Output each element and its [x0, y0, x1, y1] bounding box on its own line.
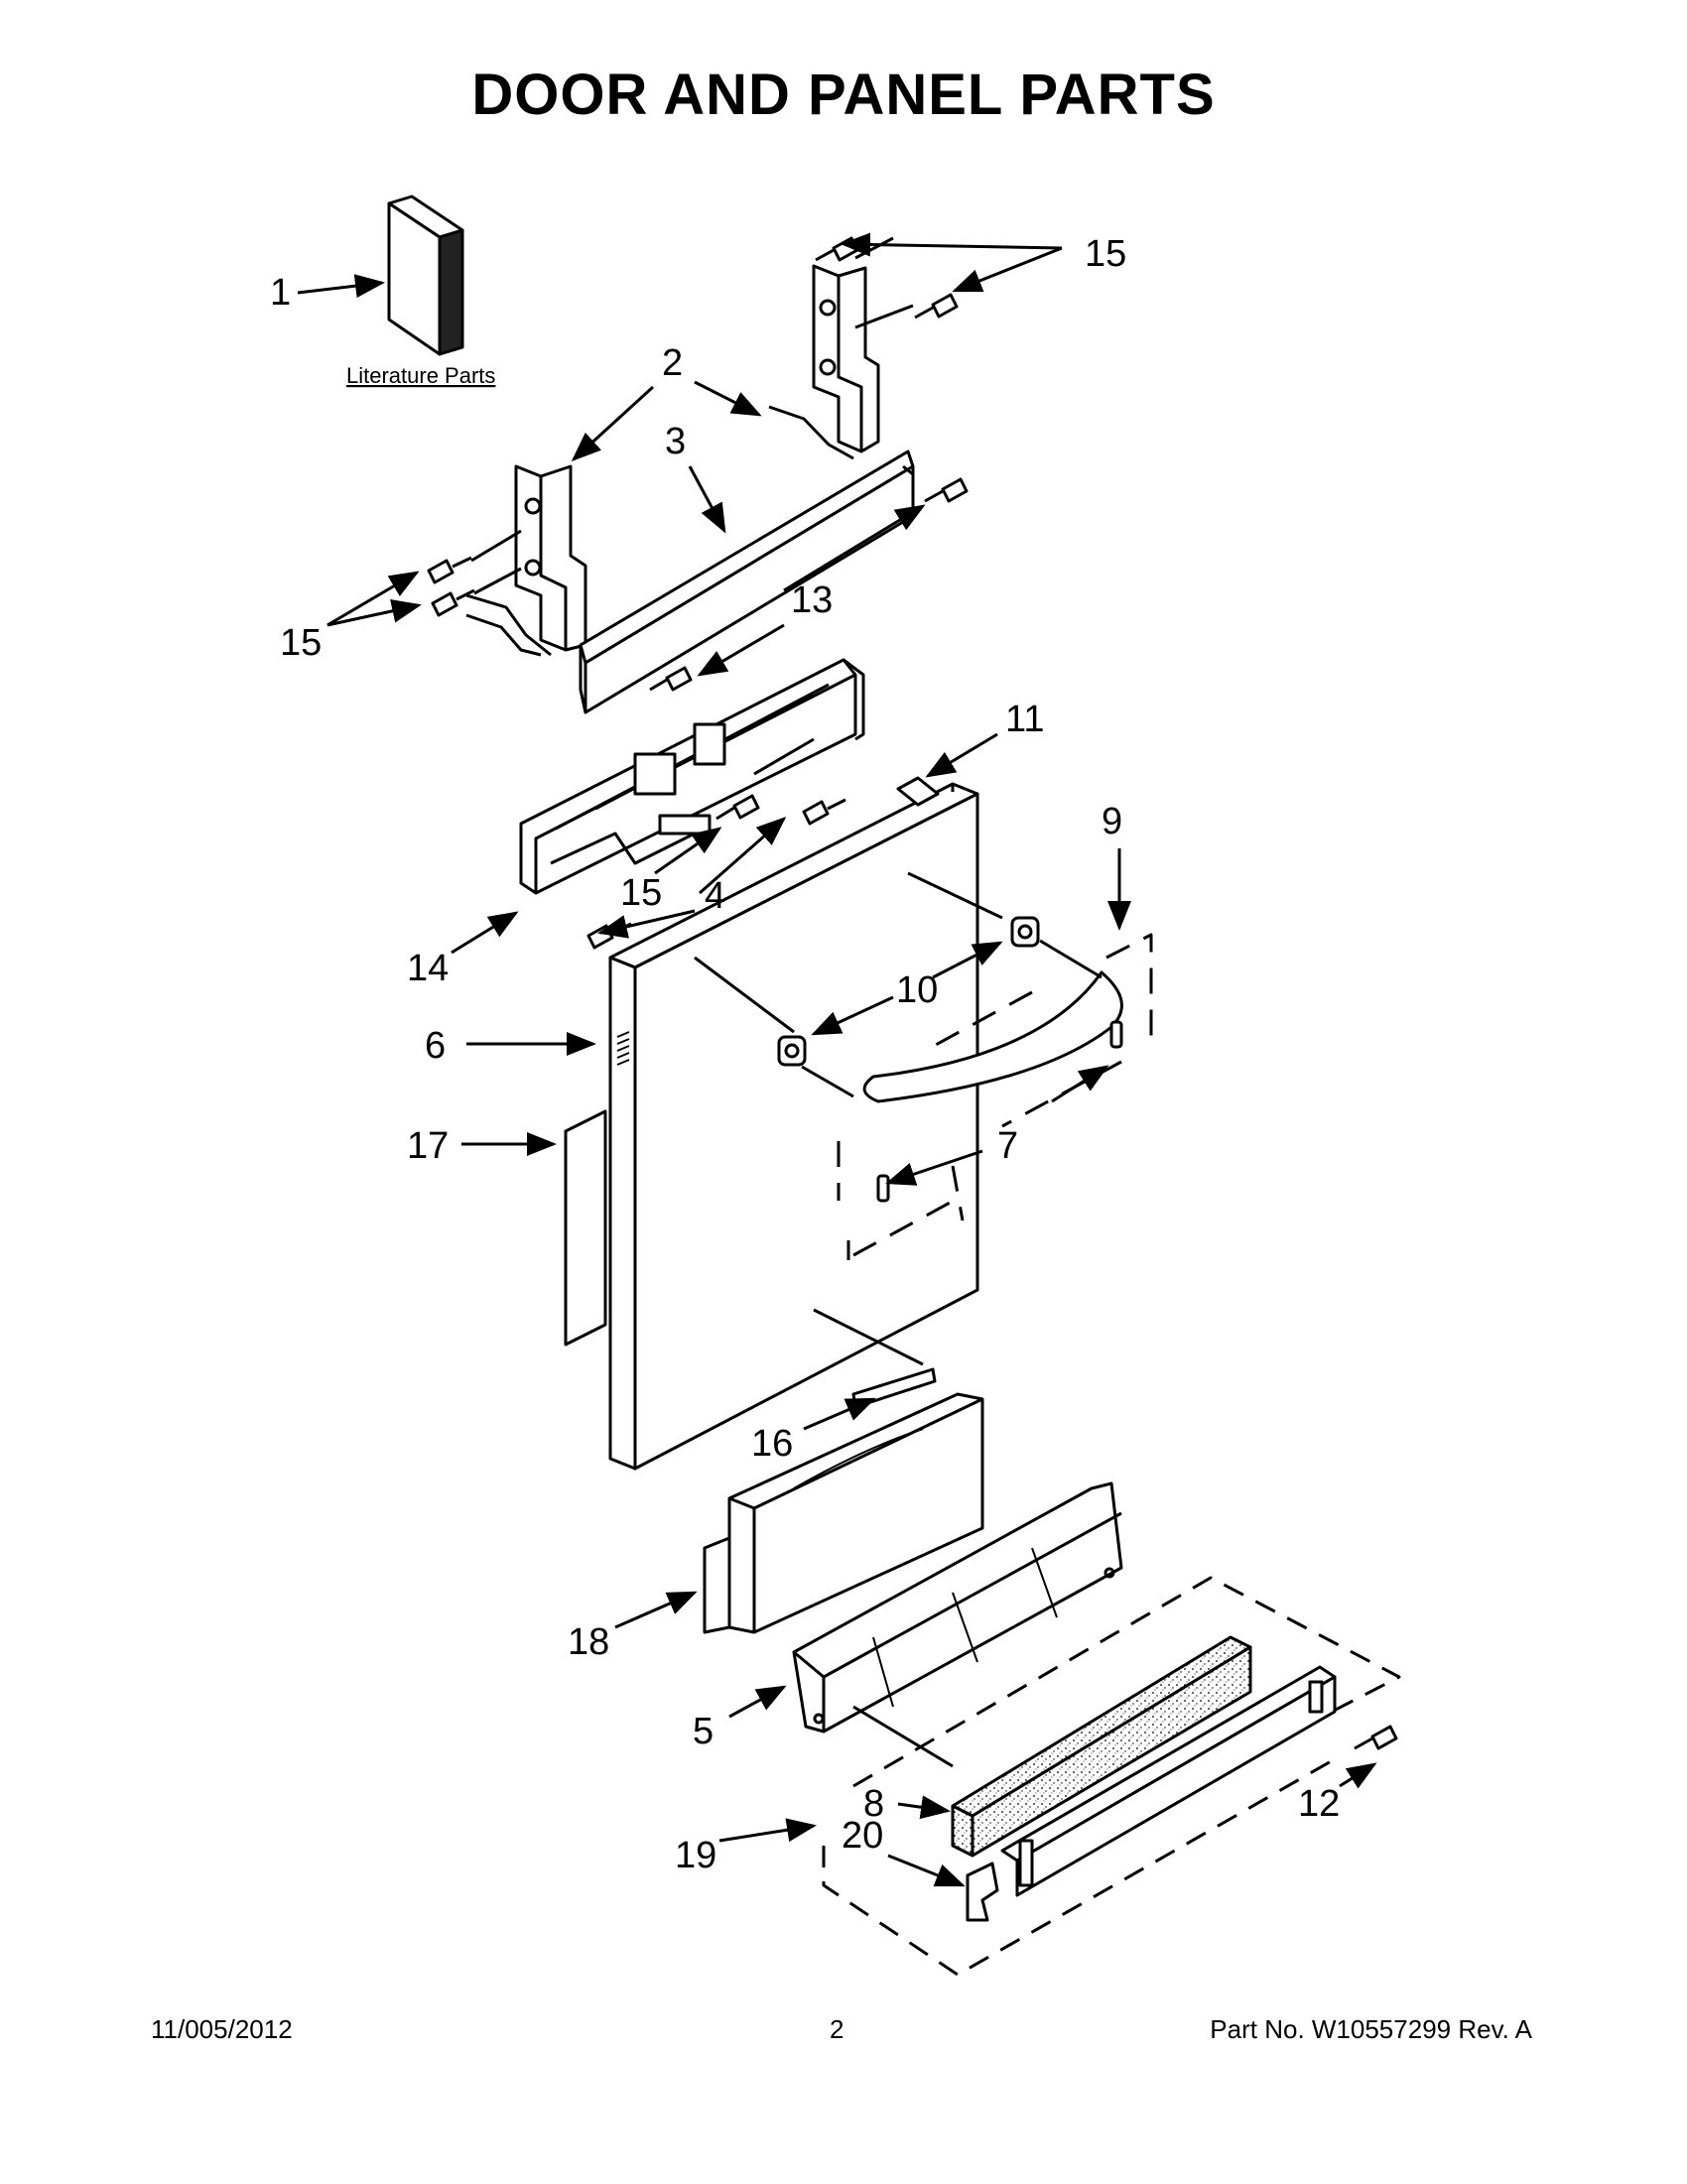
- callout-arrows: [297, 232, 1377, 1887]
- handle-pin-right: [1109, 1020, 1123, 1049]
- side-gasket-strip-part: [564, 1109, 607, 1347]
- literature-parts-label: Literature Parts: [346, 363, 495, 388]
- callout-16: 16: [751, 1423, 793, 1465]
- callout-2: 2: [662, 342, 683, 384]
- screw-top-right-a: [815, 236, 859, 262]
- left-hinge-bracket-part: [465, 464, 587, 657]
- handle-mount-left-part: [777, 1035, 807, 1067]
- callout-15-top: 15: [1085, 233, 1126, 275]
- callout-13: 13: [791, 579, 833, 621]
- screw-15-center: [715, 794, 760, 821]
- footer-page-number: 2: [830, 2014, 844, 2044]
- assembly-lines: [470, 236, 1103, 1768]
- callout-4: 4: [705, 875, 725, 917]
- page-title: DOOR AND PANEL PARTS: [471, 63, 1216, 127]
- footer-part-number: Part No. W10557299 Rev. A: [1210, 2014, 1532, 2044]
- toe-panel-part: [703, 1392, 984, 1634]
- handle-pin-left: [876, 1174, 890, 1203]
- outer-door-panel-part: [608, 782, 979, 1471]
- callout-20: 20: [842, 1815, 883, 1857]
- right-hinge-bracket-part: [768, 264, 880, 460]
- callout-18: 18: [568, 1621, 609, 1663]
- callout-19: 19: [675, 1835, 716, 1876]
- screw-top-right-b: [914, 293, 959, 320]
- callout-1: 1: [270, 272, 291, 314]
- callout-15-left: 15: [280, 622, 322, 664]
- foam-insulation-block-part: [951, 1635, 1252, 1858]
- screw-13-top: [924, 477, 969, 503]
- footer-date: 11/005/2012: [151, 2014, 293, 2044]
- callout-9: 9: [1102, 801, 1122, 842]
- callout-14: 14: [407, 948, 449, 989]
- top-clip-part: [896, 776, 940, 807]
- callout-5: 5: [693, 1711, 714, 1752]
- callout-12: 12: [1298, 1783, 1340, 1825]
- small-clip-part: [966, 1862, 999, 1922]
- screw-left-a: [427, 556, 472, 584]
- callout-3: 3: [665, 421, 686, 462]
- long-strip-part: [1000, 1665, 1337, 1897]
- callout-15-center: 15: [620, 872, 662, 914]
- callout-11: 11: [1005, 699, 1044, 740]
- literature-booklet-part: [387, 194, 464, 356]
- handle-mount-right-part: [1010, 916, 1040, 948]
- toe-panel-bracket-part: [792, 1481, 1123, 1734]
- callout-8: 8: [863, 1783, 884, 1825]
- callout-7: 7: [997, 1125, 1018, 1167]
- control-console-part: [519, 658, 865, 895]
- callout-17: 17: [407, 1125, 449, 1167]
- screw-4-a: [802, 798, 846, 826]
- callout-10: 10: [896, 969, 938, 1011]
- screw-12: [1354, 1725, 1398, 1750]
- screw-left-b: [431, 588, 475, 617]
- callout-6: 6: [425, 1025, 446, 1067]
- screw-13-bottom: [649, 666, 693, 692]
